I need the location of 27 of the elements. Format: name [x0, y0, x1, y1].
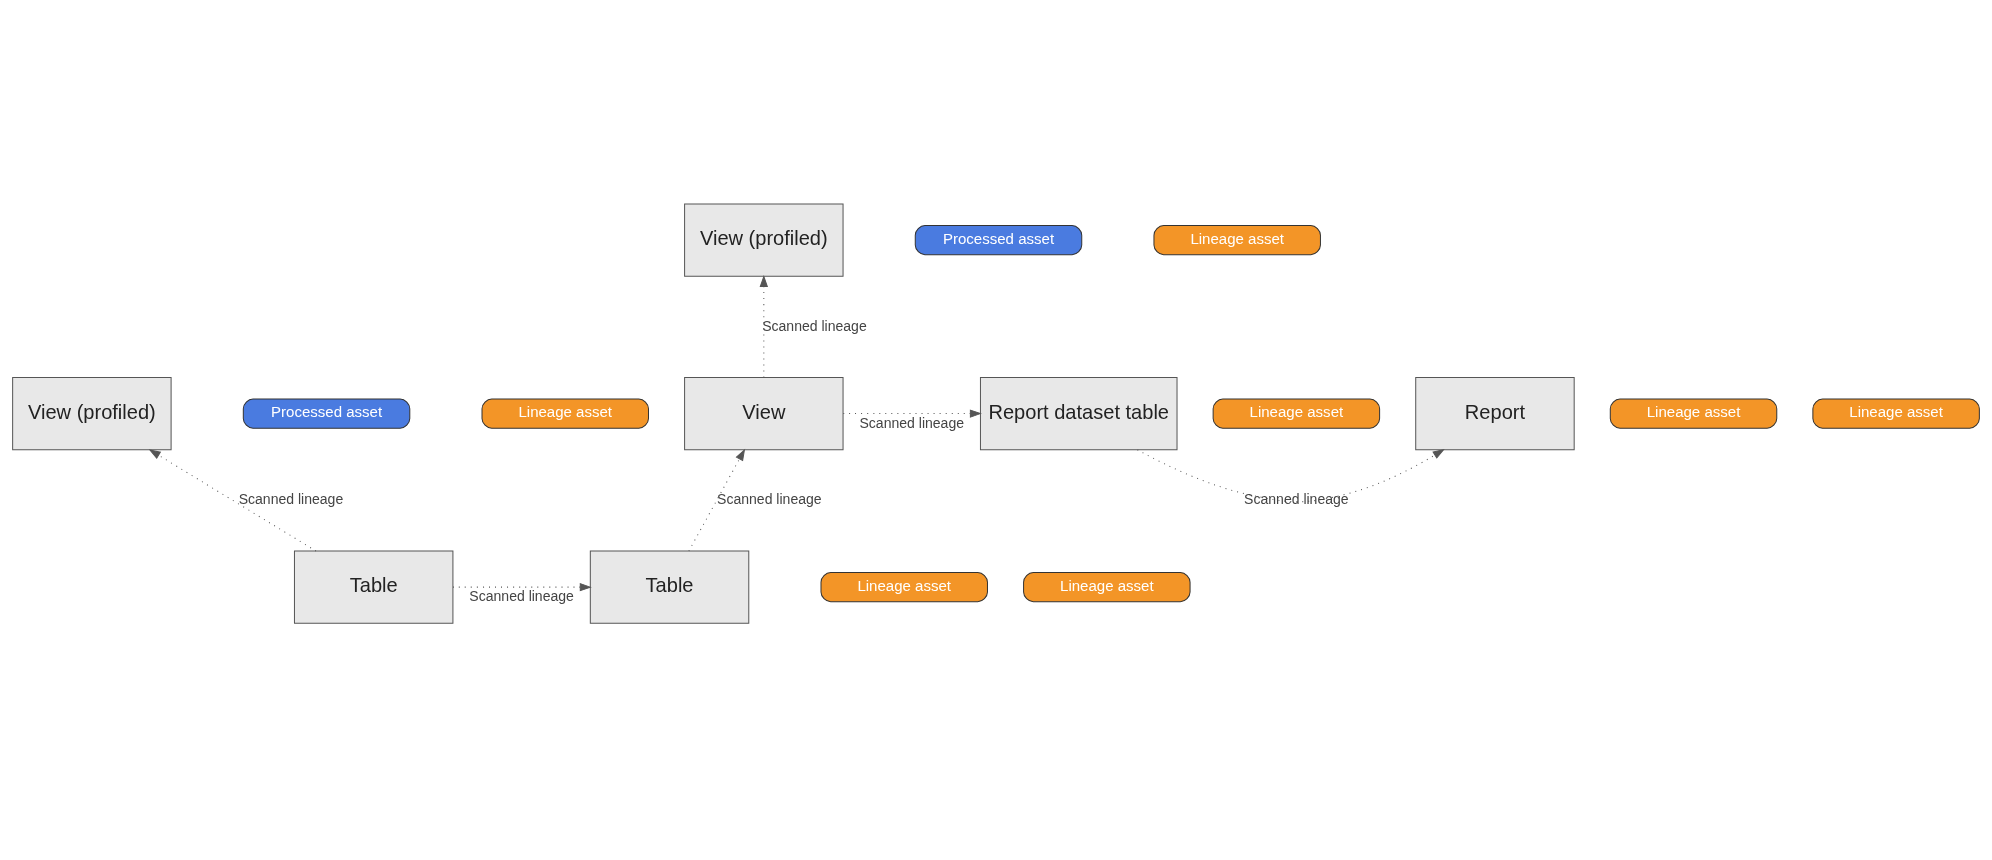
node-box: Lineage asset — [1153, 224, 1321, 255]
node-box: Lineage asset — [1609, 398, 1778, 429]
node-box: View (profiled) — [12, 376, 172, 450]
arrow — [452, 582, 591, 591]
arrow — [1136, 448, 1444, 502]
edge-label: Scanned lineage — [762, 317, 867, 334]
node-box: Report — [1415, 376, 1575, 450]
edge-label: Scanned lineage — [238, 490, 344, 507]
node-box: Table — [293, 550, 454, 624]
node-box: Processed asset — [914, 224, 1083, 255]
edge-label: Scanned lineage — [859, 414, 965, 431]
node-box: Report dataset table — [979, 376, 1178, 450]
node-box: Lineage asset — [481, 398, 649, 429]
node-box: Lineage asset — [1212, 398, 1381, 429]
node-box: Table — [589, 550, 750, 624]
edge-label: Scanned lineage — [469, 587, 574, 604]
edge-label: Scanned lineage — [717, 490, 822, 507]
node-box: Lineage asset — [1812, 398, 1980, 429]
arrow — [688, 449, 745, 551]
node-box: View — [684, 376, 844, 450]
arrow — [149, 449, 317, 551]
edge-label: Scanned lineage — [1244, 490, 1349, 507]
node-box: Processed asset — [242, 398, 411, 429]
node-box: View (profiled) — [684, 203, 844, 277]
node-box: Lineage asset — [820, 571, 988, 602]
arrow — [842, 409, 981, 418]
node-box: Lineage asset — [1023, 571, 1191, 602]
